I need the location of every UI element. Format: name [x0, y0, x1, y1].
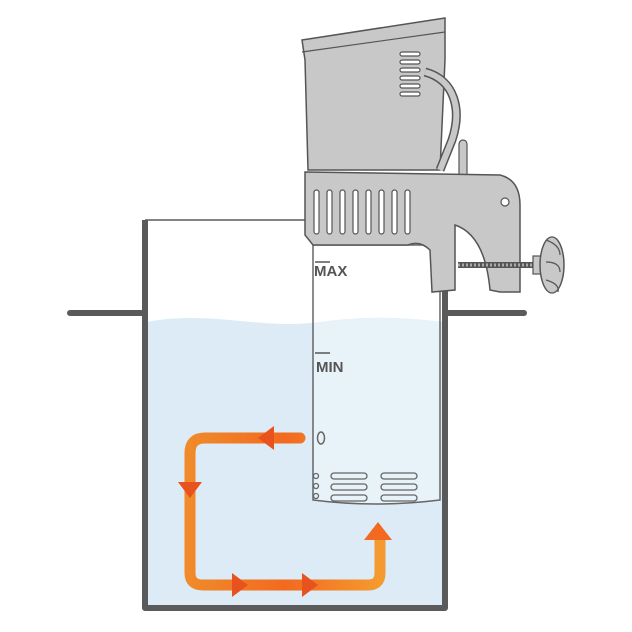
- clamp: [304, 139, 565, 294]
- arrow-down-icon: [178, 482, 202, 498]
- arrow-right-icon: [302, 573, 318, 597]
- arrow-up-icon: [364, 522, 392, 540]
- circulator-tube: [312, 244, 441, 505]
- vent-slots: [312, 472, 418, 502]
- sensor-icon: [316, 431, 326, 445]
- circulator-head: [301, 17, 461, 172]
- clamp-hole: [500, 197, 510, 207]
- max-fill-label: MAX: [314, 263, 347, 280]
- min-fill-label: MIN: [316, 359, 344, 376]
- pot: [142, 220, 448, 611]
- arrow-right-icon: [232, 573, 248, 597]
- clamp-knob-icon: [532, 236, 565, 294]
- circulation-arrows: [178, 426, 392, 597]
- arrow-left-icon: [258, 426, 274, 450]
- head-vent-icon: [399, 51, 421, 97]
